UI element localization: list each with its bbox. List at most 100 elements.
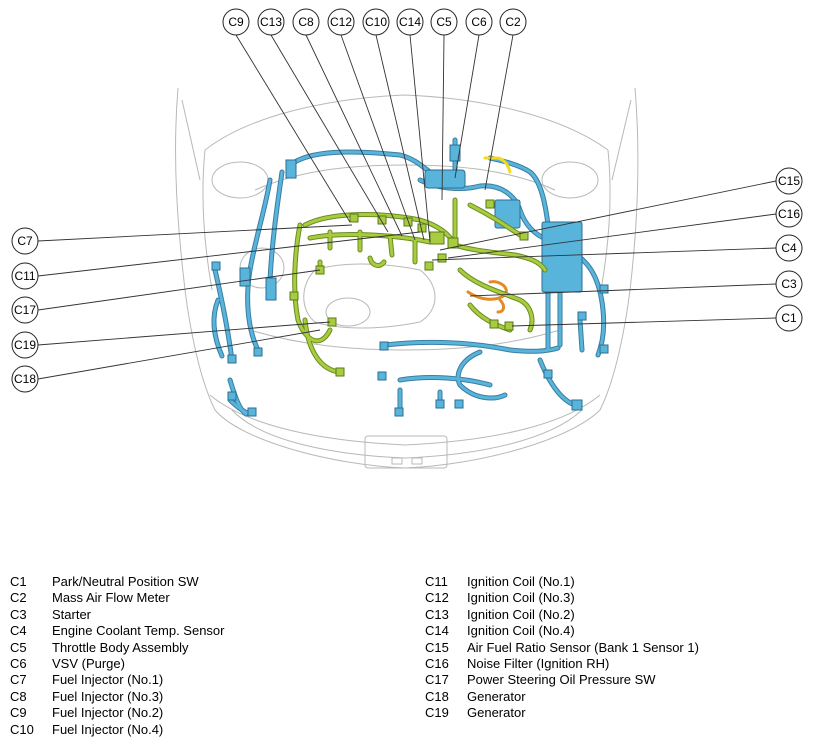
callout-c2-label: C2 [505, 15, 521, 29]
legend-code: C5 [10, 639, 27, 655]
callout-c13-label: C13 [260, 15, 282, 29]
legend-code: C12 [425, 590, 449, 606]
legend-row: C16 Noise Filter (Ignition RH) [425, 656, 699, 672]
callout-c15: C15 [775, 167, 803, 195]
callout-c18: C18 [11, 365, 39, 393]
legend-row: C14 Ignition Coil (No.4) [425, 623, 699, 639]
legend-row: C17 Power Steering Oil Pressure SW [425, 672, 699, 688]
legend-code: C10 [10, 721, 34, 737]
legend-name: Mass Air Flow Meter [52, 590, 170, 606]
legend-code: C19 [425, 705, 449, 721]
legend-name: Ignition Coil (No.1) [467, 574, 575, 589]
legend-name: Noise Filter (Ignition RH) [467, 656, 610, 672]
legend-code: C13 [425, 606, 449, 622]
legend-row: C13 Ignition Coil (No.2) [425, 607, 699, 623]
callout-c18-label: C18 [14, 372, 36, 386]
legend-code: C1 [10, 574, 27, 589]
callout-c15-label: C15 [778, 174, 800, 188]
callout-c8-label: C8 [298, 15, 314, 29]
legend-row: C18 Generator [425, 689, 699, 705]
callout-c14: C14 [396, 8, 424, 36]
legend-row: C12 Ignition Coil (No.3) [425, 590, 699, 606]
callout-c3: C3 [775, 270, 803, 298]
callout-c10-label: C10 [365, 15, 387, 29]
callout-c7: C7 [11, 227, 39, 255]
callout-c11-label: C11 [14, 269, 35, 283]
legend-name: VSV (Purge) [52, 656, 125, 672]
legend-row: C9 Fuel Injector (No.2) [10, 705, 224, 721]
legend-name: Power Steering Oil Pressure SW [467, 672, 656, 688]
legend-row: C10 Fuel Injector (No.4) [10, 722, 224, 738]
legend-code: C15 [425, 639, 449, 655]
callout-c14-label: C14 [399, 15, 421, 29]
callout-c3-label: C3 [781, 277, 797, 291]
legend-name: Ignition Coil (No.4) [467, 623, 575, 639]
leader-lines [37, 34, 777, 380]
legend-code: C3 [10, 606, 27, 622]
legend-row: C5 Throttle Body Assembly [10, 640, 224, 656]
callout-c9-label: C9 [228, 15, 244, 29]
legend-name: Starter [52, 606, 92, 622]
legend-name: Throttle Body Assembly [52, 639, 189, 655]
callout-c6-label: C6 [471, 15, 487, 29]
callout-c1-label: C1 [781, 311, 797, 325]
callout-c16: C16 [775, 200, 803, 228]
blue-connectors [211, 144, 609, 417]
legend-code: C4 [10, 623, 27, 639]
legend-name: Generator [467, 705, 526, 721]
legend-left: C1 Park/Neutral Position SW C2 Mass Air Fl… [10, 574, 224, 738]
legend-name: Fuel Injector (No.3) [52, 688, 164, 704]
callout-c12-label: C12 [330, 15, 352, 29]
legend-code: C9 [10, 705, 27, 721]
callout-c5-label: C5 [436, 15, 452, 29]
legend-row: C8 Fuel Injector (No.3) [10, 689, 224, 705]
legend-name: Fuel Injector (No.4) [52, 721, 164, 737]
legend-code: C16 [425, 656, 449, 672]
callout-c19: C19 [11, 331, 39, 359]
legend-name: Fuel Injector (No.1) [52, 672, 164, 688]
left-callouts: C7 C11 C17 C19 C18 [11, 227, 39, 393]
green-connectors [289, 199, 529, 377]
legend-name: Air Fuel Ratio Sensor (Bank 1 Sensor 1) [467, 639, 699, 655]
top-callouts: C9 C13 C8 C12 C10 C14 C5 C6 C2 [222, 8, 527, 36]
legend-row: C3 Starter [10, 607, 224, 623]
legend-row: C1 Park/Neutral Position SW [10, 574, 224, 590]
legend-row: C15 Air Fuel Ratio Sensor (Bank 1 Sensor … [425, 640, 699, 656]
right-callouts: C15 C16 C4 C3 C1 [775, 167, 803, 332]
legend-code: C14 [425, 623, 449, 639]
callout-c2: C2 [499, 8, 527, 36]
legend-name: Ignition Coil (No.3) [467, 590, 575, 606]
legend-name: Park/Neutral Position SW [52, 574, 199, 589]
callout-c11: C11 [11, 262, 39, 290]
callout-c19-label: C19 [14, 338, 36, 352]
legend-code: C11 [425, 574, 448, 589]
callout-c8: C8 [292, 8, 320, 36]
legend-name: Generator [467, 688, 526, 704]
callout-c5: C5 [430, 8, 458, 36]
legend-name: Engine Coolant Temp. Sensor [52, 623, 225, 639]
callout-c17: C17 [11, 296, 39, 324]
legend-code: C2 [10, 590, 27, 606]
callout-c17-label: C17 [14, 303, 36, 317]
legend-name: Fuel Injector (No.2) [52, 705, 164, 721]
legend-code: C8 [10, 688, 27, 704]
callout-c4: C4 [775, 234, 803, 262]
legend-name: Ignition Coil (No.2) [467, 606, 575, 622]
legend-code: C6 [10, 656, 27, 672]
legend-row: C11 Ignition Coil (No.1) [425, 574, 699, 590]
callout-c16-label: C16 [778, 207, 800, 221]
callout-c13: C13 [257, 8, 285, 36]
callout-c6: C6 [465, 8, 493, 36]
engine-bay-diagram: C9 C13 C8 C12 C10 C14 C5 C6 C2 C7 C11 C1… [11, 8, 803, 469]
legend-row: C4 Engine Coolant Temp. Sensor [10, 623, 224, 639]
legend-row: C6 VSV (Purge) [10, 656, 224, 672]
callout-c12: C12 [327, 8, 355, 36]
legend-code: C18 [425, 688, 449, 704]
callout-c10: C10 [362, 8, 390, 36]
callout-c9: C9 [222, 8, 250, 36]
legend-code: C17 [425, 672, 449, 688]
callout-c7-label: C7 [17, 234, 33, 248]
legend-row: C2 Mass Air Flow Meter [10, 590, 224, 606]
